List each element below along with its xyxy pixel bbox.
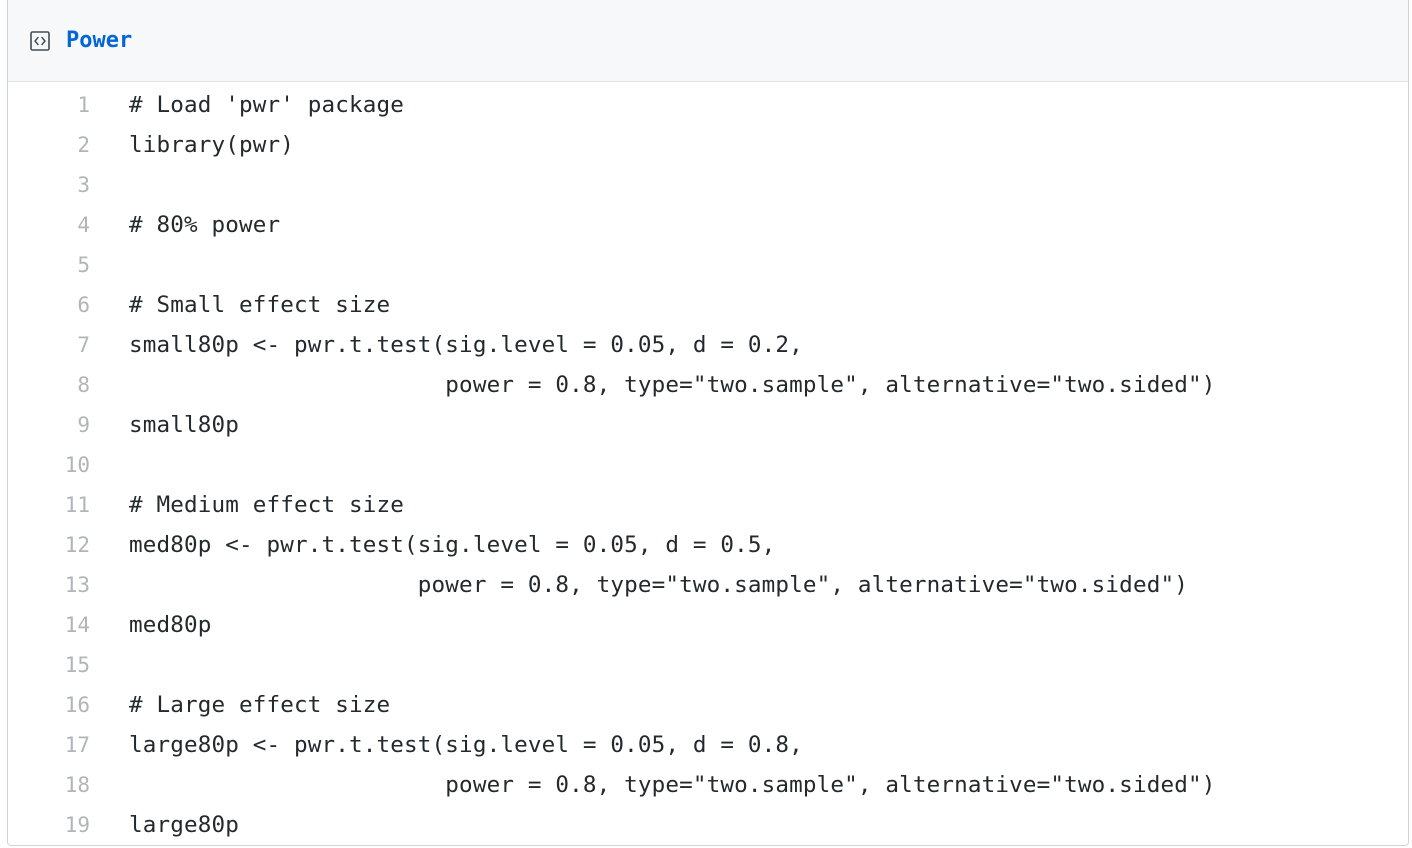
line-code: large80p [129,812,240,838]
code-line: 13 power = 0.8, type="two.sample", alter… [8,565,1408,605]
code-line: 15 [8,645,1408,685]
line-number[interactable]: 6 [77,293,90,317]
code-line: 10 [8,445,1408,485]
code-line: 9 small80p [8,405,1408,445]
code-line: 11 # Medium effect size [8,485,1408,525]
code-line: 5 [8,245,1408,285]
line-code: small80p <- pwr.t.test(sig.level = 0.05,… [129,332,803,358]
line-code: # Load 'pwr' package [129,92,405,118]
line-code: power = 0.8, type="two.sample", alternat… [129,772,1216,798]
code-line: 2 library(pwr) [8,125,1408,165]
line-number[interactable]: 12 [64,533,90,557]
line-number[interactable]: 14 [64,613,90,637]
code-line: 12 med80p <- pwr.t.test(sig.level = 0.05,… [8,525,1408,565]
code-file-icon [30,30,50,51]
line-code: power = 0.8, type="two.sample", alternat… [129,572,1188,598]
line-code: large80p <- pwr.t.test(sig.level = 0.05,… [129,732,803,758]
code-line: 8 power = 0.8, type="two.sample", altern… [8,365,1408,405]
code-line: 18 power = 0.8, type="two.sample", alter… [8,765,1408,805]
line-code: med80p <- pwr.t.test(sig.level = 0.05, d… [129,532,776,558]
code-body: 1 # Load 'pwr' package 2 library(pwr) 3 4 # 80… [8,82,1408,845]
line-number[interactable]: 15 [64,653,90,677]
line-number[interactable]: 1 [77,93,90,117]
line-number[interactable]: 13 [64,573,90,597]
line-code: small80p [129,412,240,438]
code-line: 7 small80p <- pwr.t.test(sig.level = 0.05… [8,325,1408,365]
line-number[interactable]: 10 [64,453,90,477]
line-code: # Medium effect size [129,492,405,518]
line-number[interactable]: 11 [64,493,90,517]
line-code: # 80% power [129,212,281,238]
line-number[interactable]: 19 [64,813,90,837]
code-line: 6 # Small effect size [8,285,1408,325]
code-line: 14 med80p [8,605,1408,645]
line-number[interactable]: 17 [64,733,90,757]
line-number[interactable]: 8 [77,373,90,397]
line-number[interactable]: 4 [77,213,90,237]
line-number[interactable]: 7 [77,333,90,357]
code-line: 4 # 80% power [8,205,1408,245]
line-code: power = 0.8, type="two.sample", alternat… [129,372,1216,398]
line-number[interactable]: 9 [77,413,90,437]
file-header: Power [8,0,1408,82]
line-number[interactable]: 2 [77,133,90,157]
line-code: # Large effect size [129,692,391,718]
code-line: 17 large80p <- pwr.t.test(sig.level = 0.0… [8,725,1408,765]
line-code: # Small effect size [129,292,391,318]
line-number[interactable]: 3 [77,173,90,197]
line-code: med80p [129,612,212,638]
code-line: 3 [8,165,1408,205]
code-line: 19 large80p [8,805,1408,845]
line-number[interactable]: 16 [64,693,90,717]
line-number[interactable]: 18 [64,773,90,797]
line-number[interactable]: 5 [77,253,90,277]
code-line: 1 # Load 'pwr' package [8,85,1408,125]
line-code: library(pwr) [129,132,295,158]
file-title-link[interactable]: Power [66,28,133,53]
code-file-container: Power 1 # Load 'pwr' package 2 library(pwr)… [7,0,1409,846]
code-line: 16 # Large effect size [8,685,1408,725]
